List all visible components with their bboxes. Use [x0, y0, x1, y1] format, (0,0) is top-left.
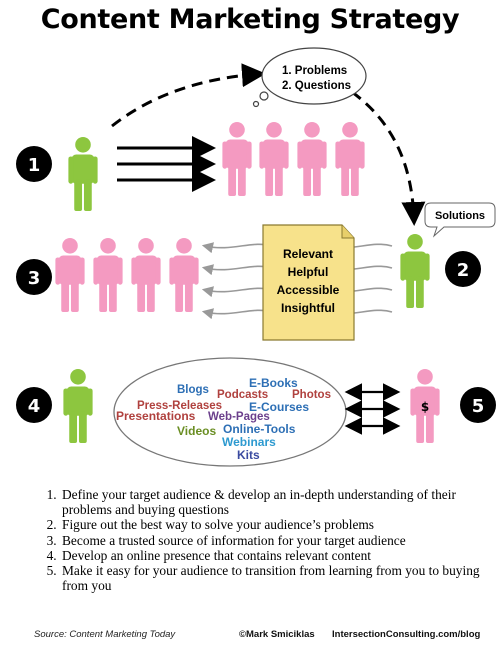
solutions-speech-bubble: [424, 202, 496, 238]
dashed-arrow-to-business: [351, 90, 426, 226]
audience-person: [131, 238, 161, 312]
source-note: Source: Content Marketing Today: [34, 629, 176, 640]
audience-person: [259, 122, 289, 196]
cloud-word: Blogs: [177, 384, 209, 396]
audience-person: [169, 238, 199, 312]
cloud-word: Videos: [177, 424, 216, 438]
cloud-word: Webinars: [222, 435, 276, 449]
document-words: Relevant Helpful Accessible Insightful: [277, 247, 340, 315]
cloud-word: Podcasts: [217, 389, 268, 401]
solutions-label: Solutions: [435, 210, 485, 222]
cloud-word: E-Books: [249, 376, 298, 390]
step-item: Develop an online presence that contains…: [60, 548, 500, 563]
svg-text:Accessible: Accessible: [277, 283, 340, 297]
step-item: Figure out the best way to solve your au…: [60, 517, 500, 532]
cloud-word: Presentations: [116, 409, 196, 423]
audience-person: [335, 122, 365, 196]
svg-text:3: 3: [28, 268, 41, 289]
dashed-arrow-to-questions: [111, 63, 266, 128]
cloud-word: Kits: [237, 448, 260, 462]
cloud-word: Web-Pages: [208, 411, 270, 423]
content-document: [262, 224, 355, 341]
svg-text:Relevant: Relevant: [283, 247, 333, 261]
step-item: Make it easy for your audience to transi…: [60, 563, 500, 593]
thought-line-2: 2. Questions: [282, 80, 351, 92]
arrows-to-audience: [117, 136, 216, 192]
svg-text:5: 5: [472, 396, 485, 417]
audience-person: [222, 122, 252, 196]
thought-line-1: 1. Problems: [282, 65, 347, 77]
svg-text:1: 1: [28, 155, 41, 176]
business-person-online: [63, 369, 93, 443]
questions-thought-bubble: [252, 47, 367, 108]
business-person-row1: [68, 137, 98, 211]
step-badge-1: 1: [16, 146, 52, 182]
audience-person: [297, 122, 327, 196]
audience-person: [93, 238, 123, 312]
cloud-word: Photos: [292, 389, 331, 401]
cloud-word: E-Courses: [249, 400, 309, 414]
strategy-diagram: 1. Problems 2. Questions Solutions 1 2 3…: [16, 47, 496, 467]
step-item: Define your target audience & develop an…: [60, 487, 500, 517]
strategy-steps-list: Define your target audience & develop an…: [38, 487, 500, 593]
cloud-word: Online-Tools: [223, 422, 296, 436]
step-badge-5: 5: [460, 387, 496, 423]
svg-text:Insightful: Insightful: [281, 301, 335, 315]
word-cloud: E-Books Blogs Podcasts Photos Press-Rele…: [116, 376, 331, 462]
step-badge-2: 2: [445, 251, 481, 287]
transaction-arrows: [344, 383, 401, 435]
author-credit: ©Mark Smiciklas: [239, 629, 315, 640]
svg-text:4: 4: [28, 396, 41, 417]
audience-person: [55, 238, 85, 312]
author-site: IntersectionConsulting.com/blog: [332, 629, 481, 640]
step-badge-4: 4: [16, 387, 52, 423]
svg-text:Helpful: Helpful: [288, 265, 329, 279]
business-person-solutions: [400, 234, 430, 308]
cloud-word: Press-Releases: [137, 400, 222, 412]
step-badge-3: 3: [16, 259, 52, 295]
svg-text:2: 2: [457, 260, 470, 281]
money-icon: $: [421, 400, 429, 414]
step-item: Become a trusted source of information f…: [60, 533, 500, 548]
page-title: Content Marketing Strategy: [40, 4, 460, 35]
